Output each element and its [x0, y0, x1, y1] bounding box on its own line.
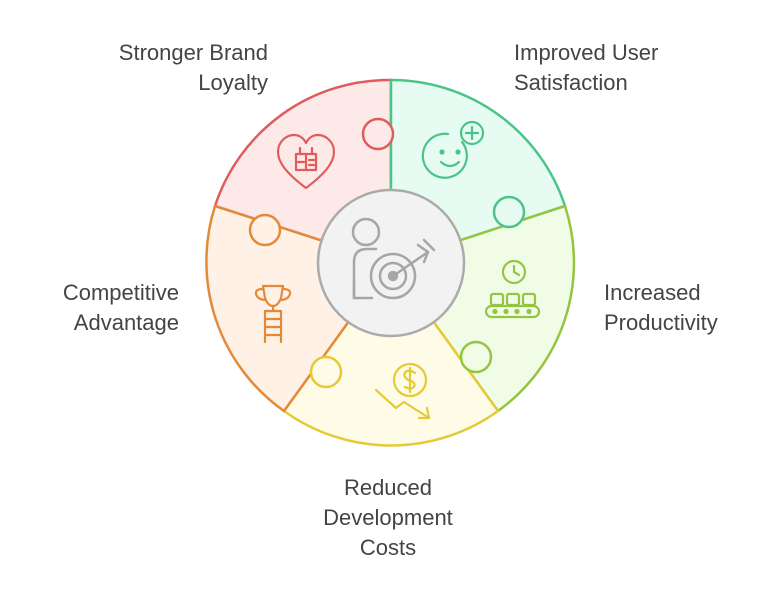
label-increased-productivity: Increased Productivity [604, 278, 718, 338]
label-line: Loyalty [198, 70, 268, 95]
label-line: Reduced [343, 475, 433, 500]
label-line: Stronger Brand [118, 40, 268, 65]
clock-conveyor-icon [484, 259, 541, 319]
smiley-plus-icon [421, 120, 485, 179]
person-target-icon [351, 217, 436, 300]
label-line: Increased [604, 280, 701, 305]
label-line: Improved User [514, 40, 659, 65]
puzzle-tab-brand [361, 117, 395, 151]
heart-gift-icon [276, 133, 336, 190]
label-stronger-brand-loyalty: Stronger Brand Loyalty [119, 38, 268, 98]
dollar-down-arrow-icon [374, 362, 431, 420]
label-line: Advantage [73, 310, 179, 335]
label-line: Development [323, 505, 453, 530]
trophy-ladder-icon [254, 284, 292, 344]
puzzle-tab-satisfaction [492, 195, 526, 229]
puzzle-tab-costs [309, 355, 343, 389]
label-improved-user-satisfaction: Improved User Satisfaction [514, 38, 658, 98]
label-competitive-advantage: Competitive Advantage [63, 278, 179, 338]
label-line: Satisfaction [514, 70, 628, 95]
label-line: Competitive [62, 280, 179, 305]
label-line: Productivity [604, 310, 718, 335]
puzzle-tab-advantage [248, 213, 282, 247]
puzzle-tab-productivity [459, 340, 493, 374]
segment-reduced-development-costs [282, 260, 500, 447]
label-reduced-development-costs: Reduced Development Costs [288, 473, 488, 563]
label-line: Costs [359, 535, 417, 560]
